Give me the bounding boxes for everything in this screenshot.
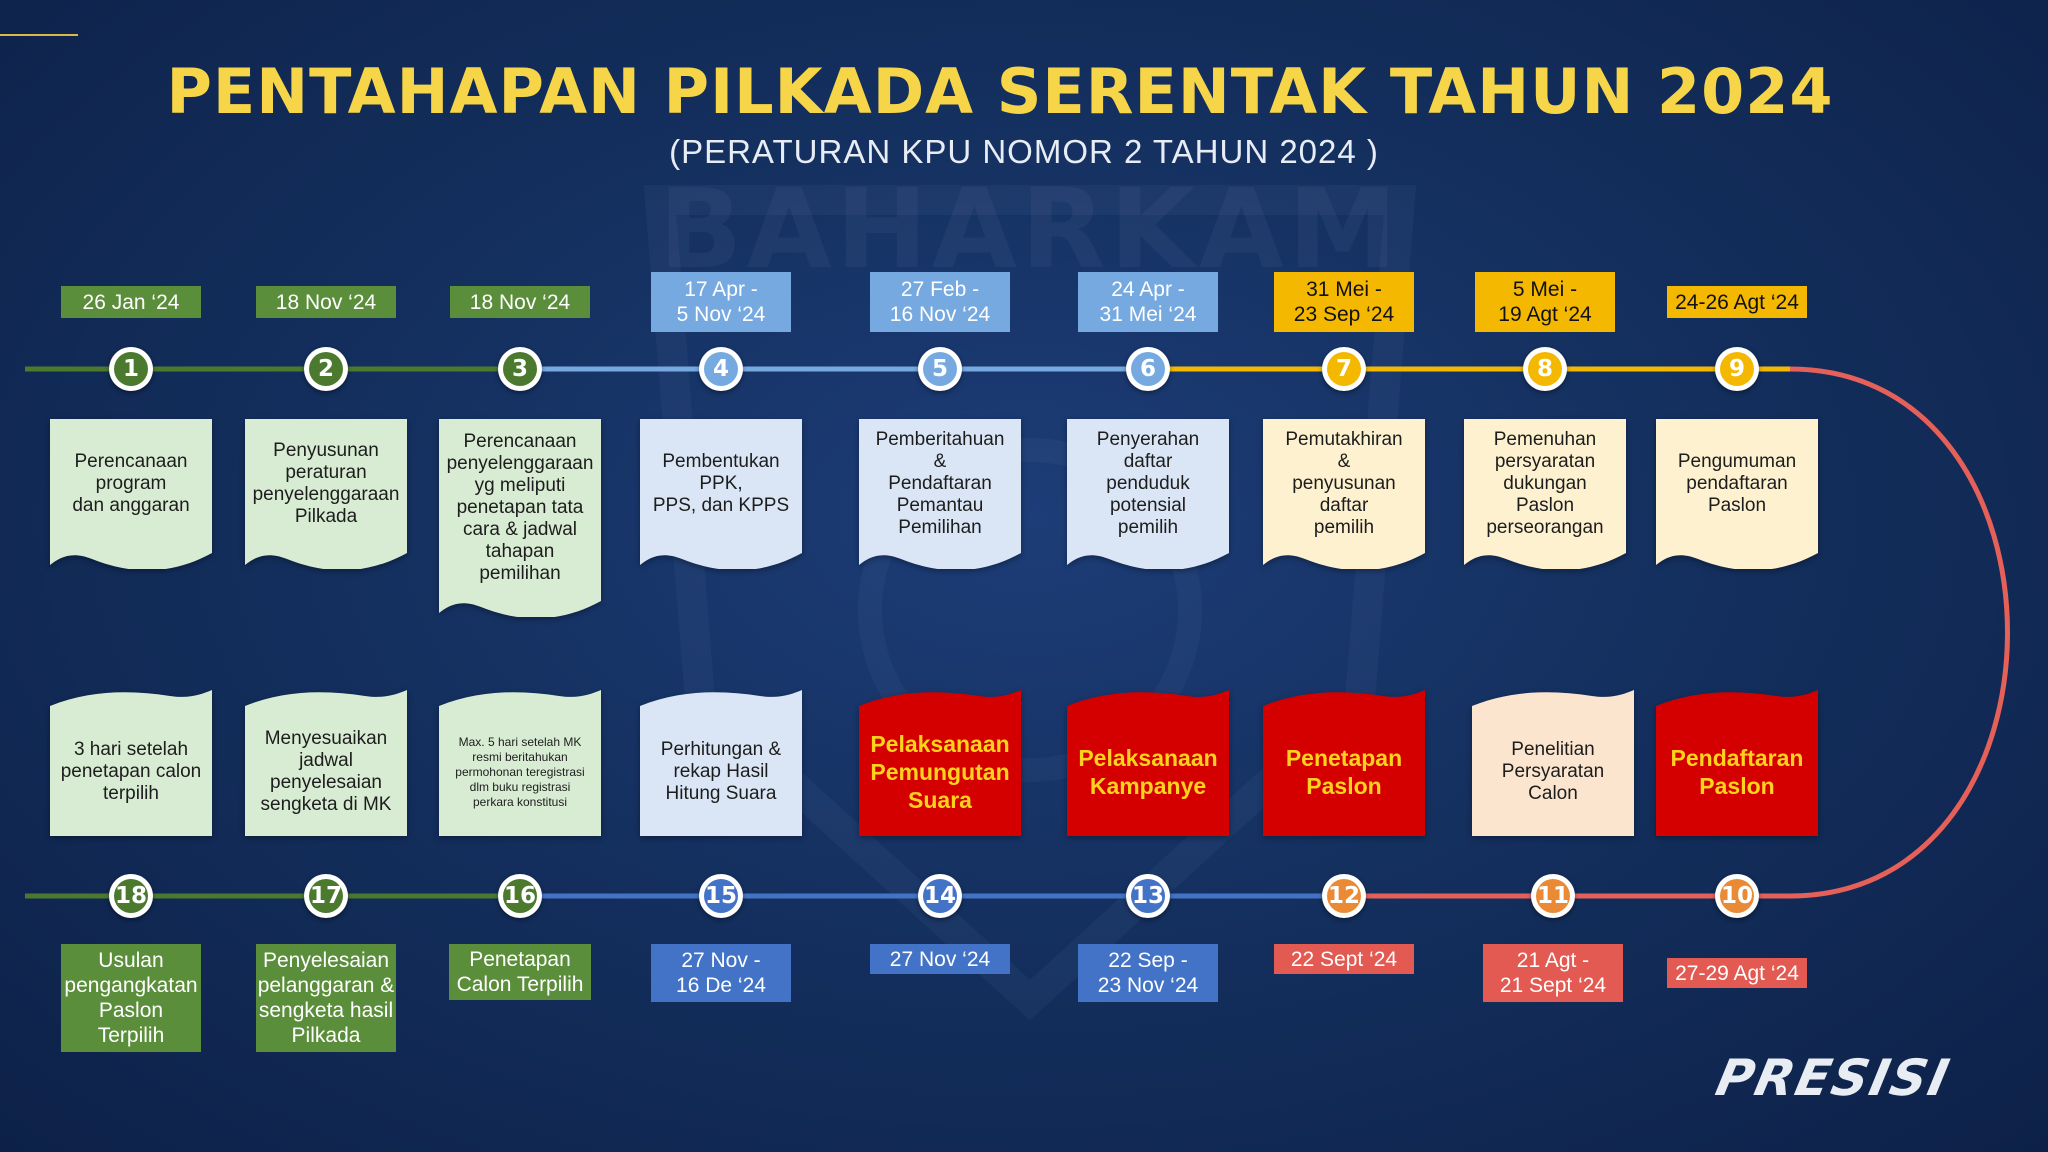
stage-date: 27 Nov - 16 De ‘24	[651, 944, 791, 1002]
stage-date: 27 Feb - 16 Nov ‘24	[870, 272, 1010, 332]
stage-description: Penelitian Persyaratan Calon	[1501, 739, 1605, 804]
stage-description: Penyusunan peraturan penyelenggaraan Pil…	[252, 440, 400, 527]
stage-description: Penetapan Paslon	[1285, 745, 1403, 799]
stage-card: Pembentukan PPK, PPS, dan KPPS	[640, 419, 802, 569]
stage-number: 10	[1720, 879, 1754, 913]
stage-date: 24 Apr - 31 Mei ‘24	[1078, 272, 1218, 332]
stage-number: 11	[1536, 879, 1570, 913]
stage-card: Pelaksanaan Pemungutan Suara	[859, 690, 1021, 836]
stage-card: Perencanaan program dan anggaran	[50, 419, 212, 569]
stage-number-badge: 16	[498, 874, 542, 918]
stage-number-badge: 5	[918, 347, 962, 391]
stage-card: Menyesuaikan jadwal penyelesaian sengket…	[245, 690, 407, 836]
stage-number-badge: 13	[1126, 874, 1170, 918]
stage-date: 31 Mei - 23 Sep ‘24	[1274, 272, 1414, 332]
stage-number-badge: 9	[1715, 347, 1759, 391]
stage-number: 17	[309, 879, 343, 913]
stage-date: 17 Apr - 5 Nov ‘24	[651, 272, 791, 332]
stage-number-badge: 8	[1523, 347, 1567, 391]
top-accent-line	[0, 34, 78, 36]
page-subtitle: (PERATURAN KPU NOMOR 2 TAHUN 2024 )	[669, 133, 1379, 170]
stage-number: 8	[1528, 352, 1562, 386]
stage-description: Pemenuhan persyaratan dukungan Paslon pe…	[1486, 429, 1604, 538]
stage-number: 5	[923, 352, 957, 386]
stage-card: Pemberitahuan & Pendaftaran Pemantau Pem…	[859, 419, 1021, 569]
stage-card: Penetapan Paslon	[1263, 690, 1425, 836]
stage-number: 2	[309, 352, 343, 386]
stage-number: 16	[503, 879, 537, 913]
stage-number: 12	[1327, 879, 1361, 913]
stage-card: Perhitungan & rekap Hasil Hitung Suara	[640, 690, 802, 836]
stage-card: 3 hari setelah penetapan calon terpilih	[50, 690, 212, 836]
stage-date: 27-29 Agt ‘24	[1667, 958, 1807, 988]
stage-description: Pembentukan PPK, PPS, dan KPPS	[652, 451, 790, 516]
stage-number: 15	[704, 879, 738, 913]
stage-card: Pemenuhan persyaratan dukungan Paslon pe…	[1464, 419, 1626, 569]
stage-number: 1	[114, 352, 148, 386]
stage-date: 18 Nov ‘24	[256, 286, 396, 318]
stage-number: 13	[1131, 879, 1165, 913]
stage-number-badge: 2	[304, 347, 348, 391]
stage-date: 22 Sept ‘24	[1274, 944, 1414, 974]
stage-card: Pelaksanaan Kampanye	[1067, 690, 1229, 836]
stage-label: Penyelesaian pelanggaran & sengketa hasi…	[256, 944, 396, 1052]
stage-label: Usulan pengangkatan Paslon Terpilih	[61, 944, 201, 1052]
stage-number: 18	[114, 879, 148, 913]
stage-card: Pemutakhiran & penyusunan daftar pemilih	[1263, 419, 1425, 569]
stage-description: Penyerahan daftar penduduk potensial pem…	[1096, 429, 1200, 538]
page-title: PENTAHAPAN PILKADA SERENTAK TAHUN 2024	[166, 55, 1834, 128]
connector-arc	[1789, 366, 2010, 899]
stage-card: Pendaftaran Paslon	[1656, 690, 1818, 836]
svg-text:PRESISI: PRESISI	[1711, 1049, 1956, 1107]
stage-card: Penyusunan peraturan penyelenggaraan Pil…	[245, 419, 407, 569]
stage-number-badge: 17	[304, 874, 348, 918]
stage-description: Pelaksanaan Pemungutan Suara	[870, 731, 1010, 813]
stage-card: Max. 5 hari setelah MK resmi beritahukan…	[439, 690, 601, 836]
stage-number: 3	[503, 352, 537, 386]
stage-date: 24-26 Agt ‘24	[1667, 286, 1807, 318]
stage-number: 7	[1327, 352, 1361, 386]
stage-card: Penelitian Persyaratan Calon	[1472, 690, 1634, 836]
stage-number-badge: 11	[1531, 874, 1575, 918]
stage-number: 14	[923, 879, 957, 913]
stage-number-badge: 7	[1322, 347, 1366, 391]
stage-date: 22 Sep - 23 Nov ‘24	[1078, 944, 1218, 1002]
stage-description: Perencanaan penyelenggaraan yg meliputi …	[446, 431, 594, 584]
stage-description: 3 hari setelah penetapan calon terpilih	[60, 739, 202, 804]
presisi-logo: PRESISI	[1711, 1049, 1956, 1107]
stage-label: Penetapan Calon Terpilih	[449, 944, 591, 1000]
stage-description: Perencanaan program dan anggaran	[72, 451, 190, 516]
background-watermark: BAHARKAM	[658, 165, 1402, 293]
stage-description: Pelaksanaan Kampanye	[1078, 745, 1218, 799]
stage-number: 9	[1720, 352, 1754, 386]
stage-description: Pengumuman pendaftaran Paslon	[1677, 451, 1797, 516]
stage-number-badge: 6	[1126, 347, 1170, 391]
stage-description: Pendaftaran Paslon	[1670, 745, 1804, 799]
stage-card: Perencanaan penyelenggaraan yg meliputi …	[439, 419, 601, 617]
stage-date: 26 Jan ‘24	[61, 286, 201, 318]
stage-date: 21 Agt - 21 Sept ‘24	[1483, 944, 1623, 1002]
stage-description: Pemberitahuan & Pendaftaran Pemantau Pem…	[875, 429, 1005, 538]
stage-description: Menyesuaikan jadwal penyelesaian sengket…	[260, 728, 392, 815]
stage-number-badge: 12	[1322, 874, 1366, 918]
stage-description: Perhitungan & rekap Hasil Hitung Suara	[660, 739, 782, 804]
stage-number-badge: 10	[1715, 874, 1759, 918]
stage-number-badge: 18	[109, 874, 153, 918]
stage-card: Pengumuman pendaftaran Paslon	[1656, 419, 1818, 569]
stage-card: Penyerahan daftar penduduk potensial pem…	[1067, 419, 1229, 569]
stage-number-badge: 14	[918, 874, 962, 918]
stage-number: 6	[1131, 352, 1165, 386]
stage-number-badge: 4	[699, 347, 743, 391]
stage-date: 5 Mei - 19 Agt ‘24	[1475, 272, 1615, 332]
stage-description: Pemutakhiran & penyusunan daftar pemilih	[1285, 429, 1403, 538]
stage-date: 27 Nov ‘24	[870, 944, 1010, 974]
stage-number: 4	[704, 352, 738, 386]
stage-date: 18 Nov ‘24	[450, 286, 590, 318]
stage-number-badge: 15	[699, 874, 743, 918]
stage-description: Max. 5 hari setelah MK resmi beritahukan…	[455, 734, 585, 809]
stage-number-badge: 1	[109, 347, 153, 391]
stage-number-badge: 3	[498, 347, 542, 391]
